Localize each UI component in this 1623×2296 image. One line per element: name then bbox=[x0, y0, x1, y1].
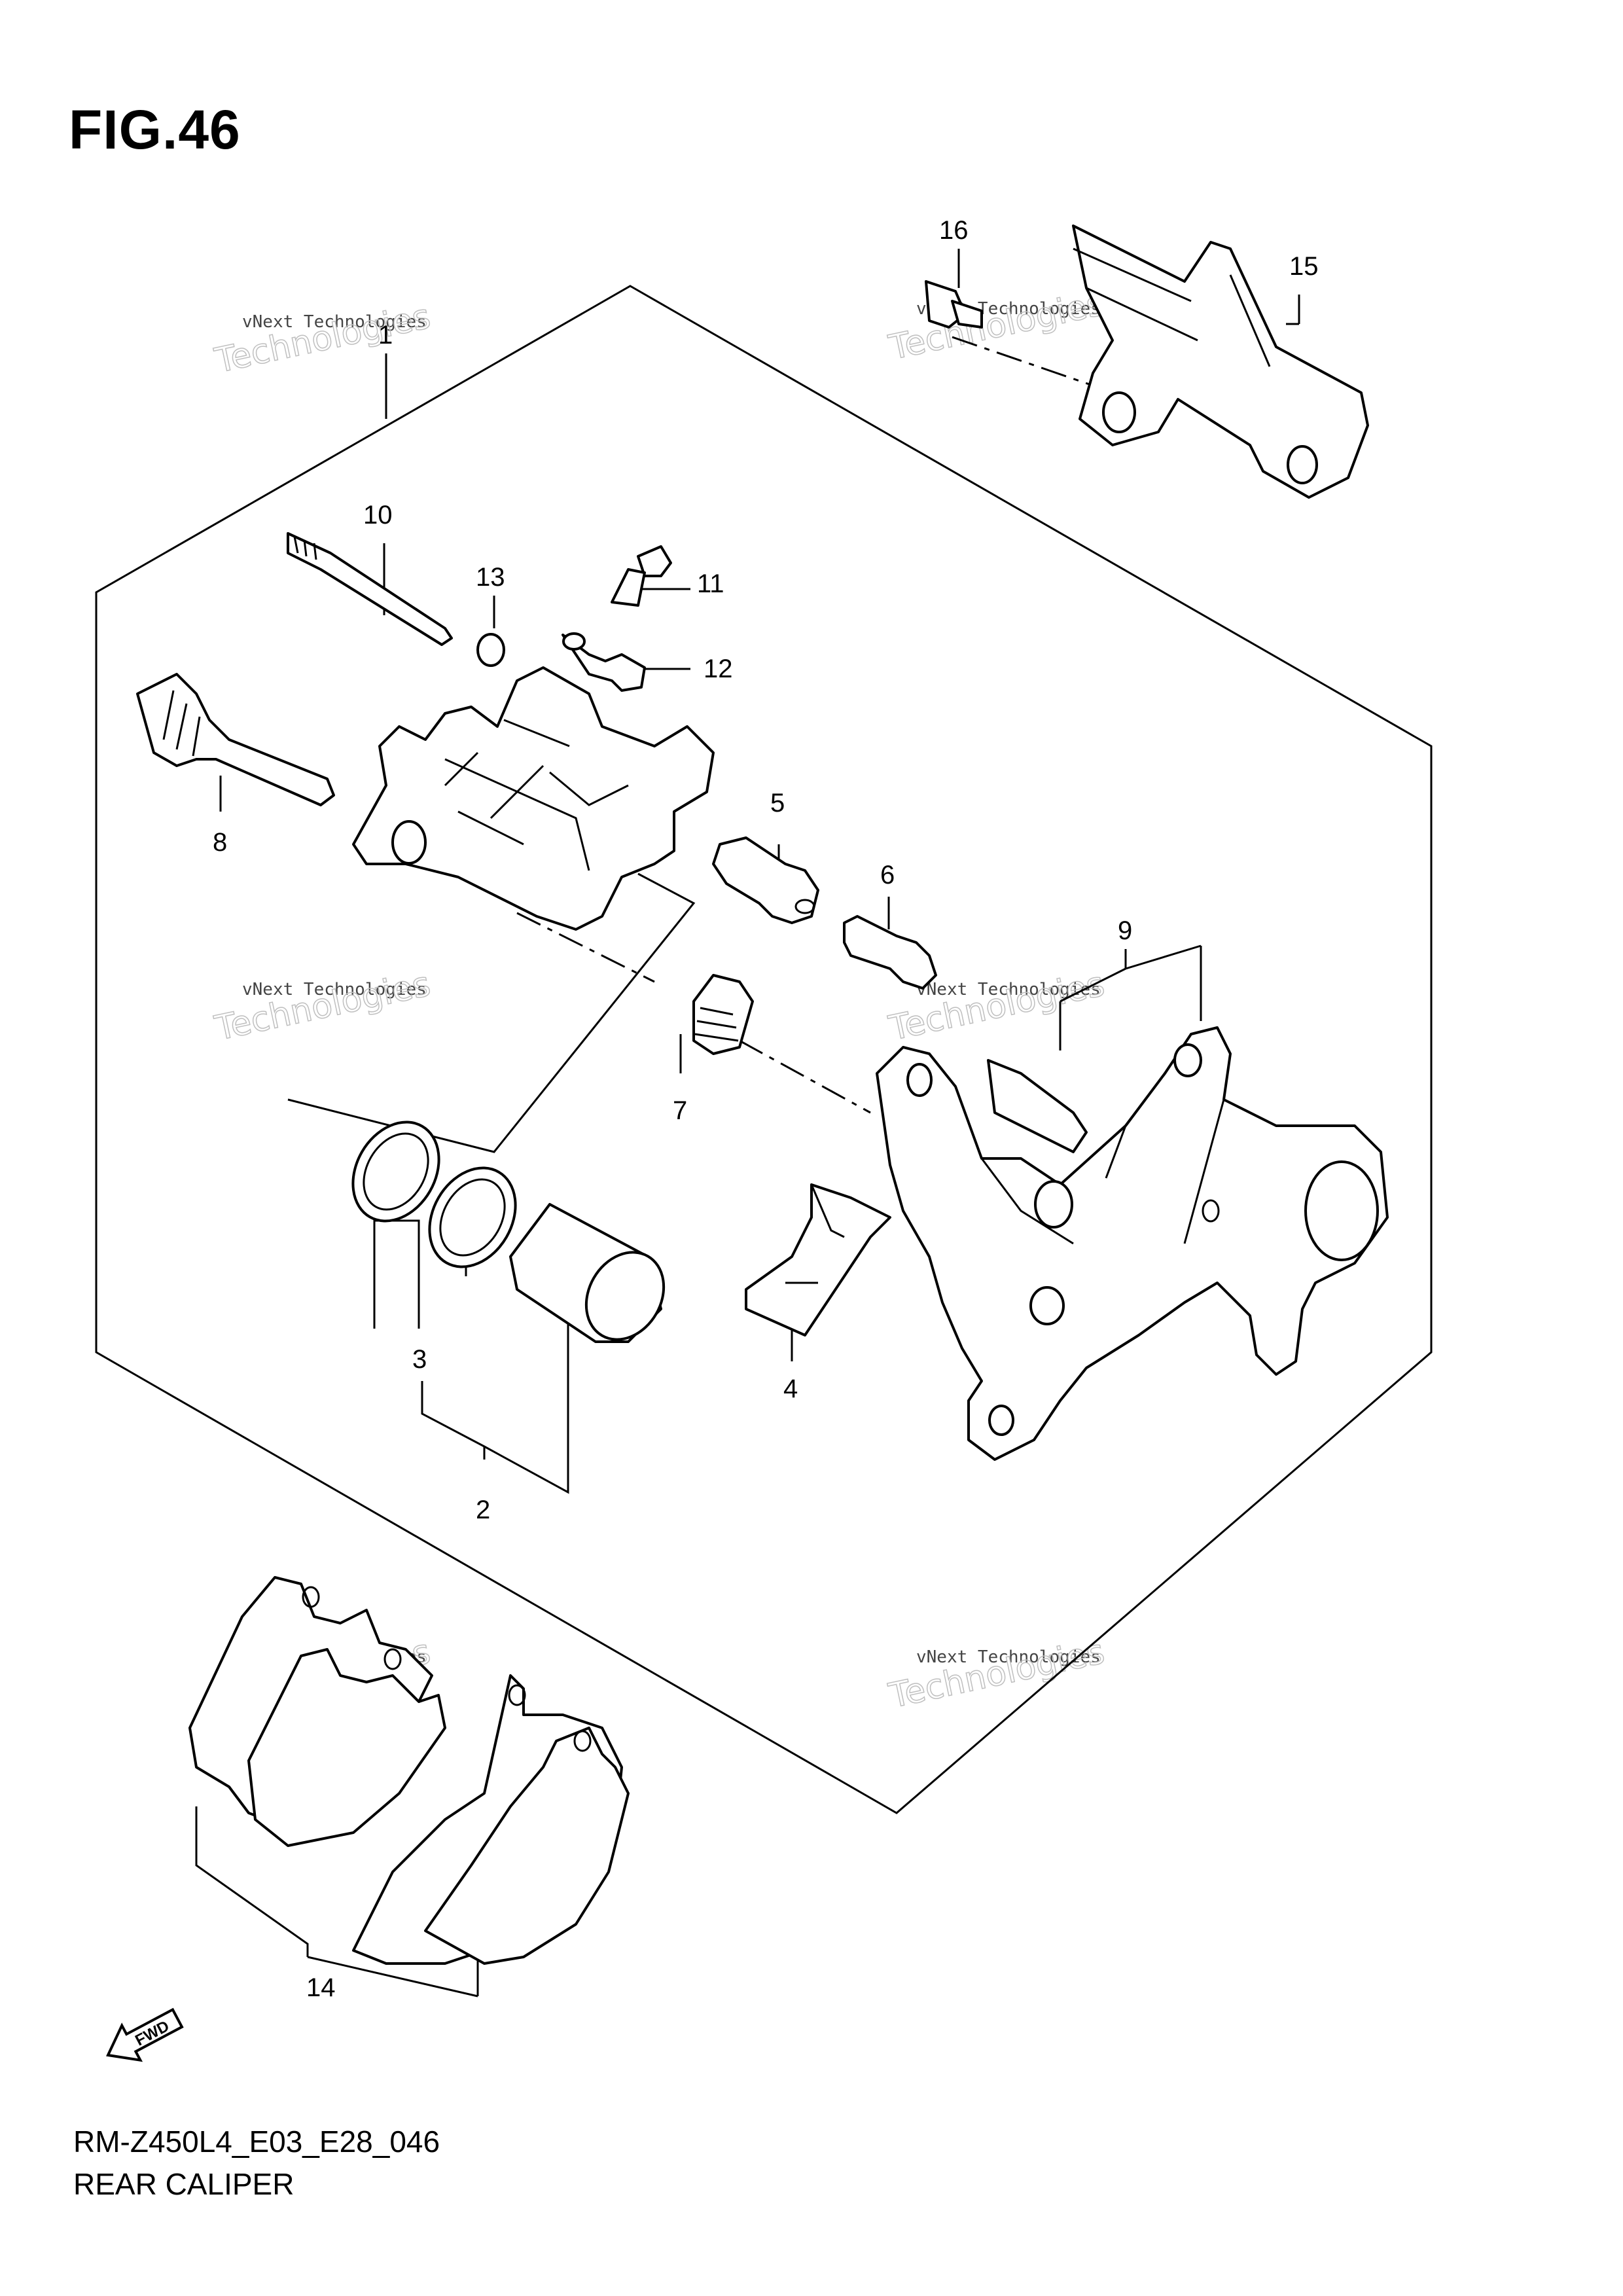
watermark-big: Technologies bbox=[885, 1632, 1108, 1716]
watermark-text: vNext Technologies bbox=[242, 312, 427, 332]
caliper-bracket-part-9 bbox=[876, 1026, 1389, 1461]
watermark: vNext Technologies Technologies bbox=[885, 1632, 1109, 1717]
callout-10: 10 bbox=[363, 501, 393, 529]
watermark-text: vNext Technologies bbox=[242, 980, 427, 999]
pin-bolt-part-8 bbox=[136, 673, 335, 806]
callout-11: 11 bbox=[697, 569, 724, 598]
callout-3: 3 bbox=[412, 1345, 427, 1374]
watermark: vNext Technologies Technologies bbox=[211, 296, 435, 382]
callout-5: 5 bbox=[770, 789, 785, 817]
seal-part-3 bbox=[351, 1121, 517, 1268]
figure-name: REAR CALIPER bbox=[73, 2167, 294, 2201]
callout-8: 8 bbox=[213, 828, 227, 857]
pad-spring-part-4 bbox=[745, 1183, 891, 1336]
watermark: vNext Technologies Technologies bbox=[885, 283, 1109, 368]
bolt-part-16 bbox=[925, 280, 983, 329]
watermark: vNext Technologies Technologies bbox=[211, 964, 435, 1049]
oring-part-13 bbox=[476, 633, 505, 667]
watermark-big: Technologies bbox=[211, 297, 434, 381]
assembly-boundary bbox=[95, 285, 1433, 1814]
bleeder-part-11 bbox=[611, 545, 672, 607]
callout-2: 2 bbox=[476, 1496, 490, 1524]
callout-12: 12 bbox=[704, 655, 733, 683]
callout-1: 1 bbox=[378, 321, 393, 350]
bracket-part-15 bbox=[1072, 224, 1369, 499]
pin-part-6 bbox=[843, 915, 937, 990]
piston-part-2 bbox=[509, 1203, 666, 1343]
cap-part-12 bbox=[562, 632, 646, 692]
callout-13: 13 bbox=[476, 563, 505, 592]
callout-16: 16 bbox=[939, 216, 969, 245]
boot-part-7 bbox=[692, 974, 754, 1055]
callout-6: 6 bbox=[880, 861, 895, 889]
slide-pin-part-10 bbox=[287, 532, 453, 646]
figure-title: FIG.46 bbox=[69, 99, 241, 160]
watermark-big: Technologies bbox=[885, 284, 1108, 368]
caliper-body bbox=[352, 666, 715, 931]
callout-14: 14 bbox=[306, 1973, 336, 2002]
watermark-group: vNext Technologies Technologies vNext Te… bbox=[211, 283, 1109, 1717]
callout-7: 7 bbox=[673, 1096, 687, 1125]
brake-pads-part-14 bbox=[188, 1576, 630, 1965]
callout-9: 9 bbox=[1118, 916, 1132, 945]
callout-4: 4 bbox=[783, 1374, 798, 1403]
watermark-big: Technologies bbox=[211, 965, 434, 1049]
sleeve-part-5 bbox=[712, 836, 819, 924]
figure-code: RM-Z450L4_E03_E28_046 bbox=[73, 2125, 440, 2159]
callout-15: 15 bbox=[1289, 252, 1319, 281]
fwd-arrow-icon: FWD bbox=[106, 2007, 184, 2062]
callout-numbers: 1 2 3 4 5 6 7 8 9 10 11 12 13 14 15 16 bbox=[213, 216, 1319, 2002]
